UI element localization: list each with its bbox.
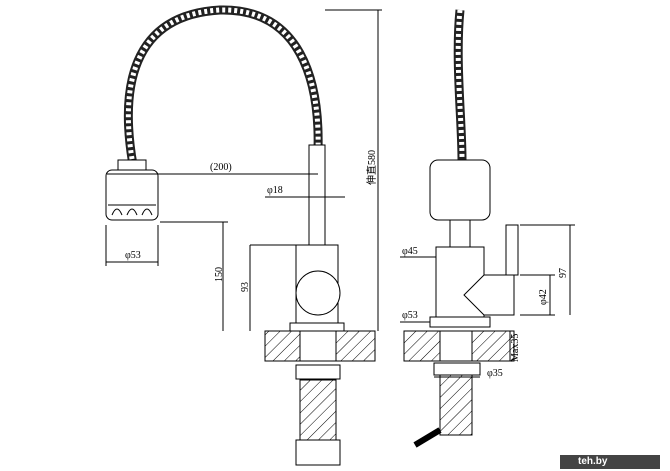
- watermark: teh.by: [560, 455, 660, 469]
- dim-handle-height: 97: [558, 268, 569, 278]
- dim-handle: φ42: [538, 289, 549, 305]
- dim-body-height: 93: [240, 282, 251, 292]
- dim-total-height: 伸直580: [365, 150, 378, 185]
- dim-body: φ45: [402, 246, 418, 257]
- dim-reach: (200): [210, 162, 232, 173]
- dim-pipe: φ18: [267, 185, 283, 196]
- dim-spout-height: 150: [214, 267, 225, 282]
- dim-max-thickness: Max35: [510, 334, 521, 362]
- dim-head: φ53: [125, 250, 141, 261]
- spray-head: [105, 169, 159, 221]
- dim-hole: φ35: [487, 368, 503, 379]
- dim-base: φ53: [402, 310, 418, 321]
